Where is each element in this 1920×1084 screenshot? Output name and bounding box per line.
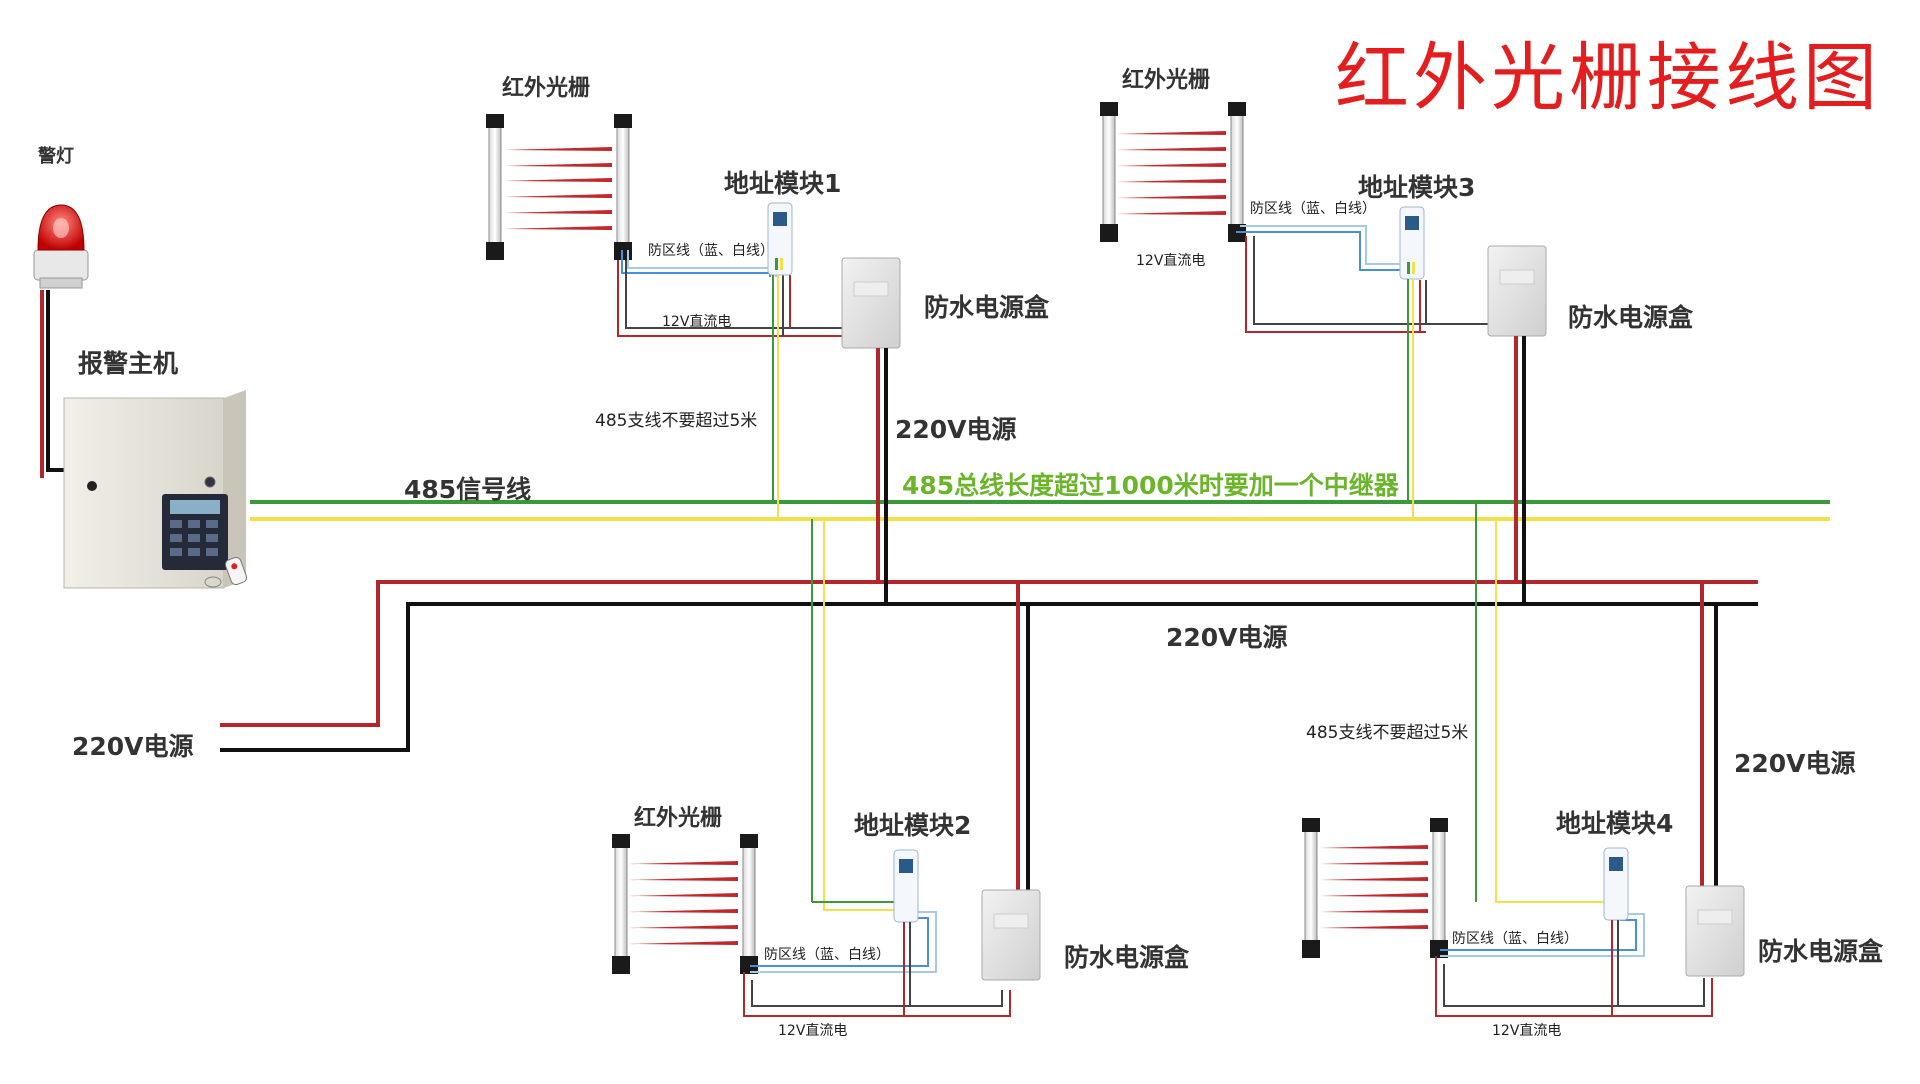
bus-lines [220,500,1830,752]
zone-wire-label-1: 防区线（蓝、白线） [648,243,774,259]
power-box-icon [1685,885,1745,977]
power-220v-label-center: 220V电源 [1166,623,1288,652]
remote-icon [204,556,248,588]
power-box-label-2: 防水电源盒 [1064,943,1190,972]
power-bus-black [220,602,1758,752]
alarm-host-label: 报警主机 [78,349,179,378]
address-module-label-2: 地址模块2 [854,811,972,840]
power-220v-label-left: 220V电源 [72,732,194,761]
branch-note-label-4: 485支线不要超过5米 [1306,723,1469,743]
diagram-title: 红外光栅接线图 [1335,35,1881,121]
power-bus-red [220,580,1758,727]
dc-12v-label-2: 12V直流电 [778,1023,848,1039]
alarm-host-icon [63,390,246,589]
infrared-fence-icon [1302,818,1448,958]
infrared-fence-icon [612,834,758,974]
address-module-icon [893,849,919,923]
zone-wire-label-4: 防区线（蓝、白线） [1452,931,1578,947]
infrared-fence-1 [486,114,901,604]
zone-wire-label-2: 防区线（蓝、白线） [764,947,890,963]
infrared-fence-4 [1302,502,1745,1017]
infrared-fence-2 [612,519,1041,1017]
infrared-fence-3 [1100,102,1547,604]
power-box-icon [981,889,1041,981]
power-box-icon [841,257,901,349]
address-module-label-3: 地址模块3 [1358,173,1476,202]
infrared-fence-label-1: 红外光栅 [502,76,591,101]
zone-wire-label-3: 防区线（蓝、白线） [1250,201,1376,217]
address-module-label-1: 地址模块1 [724,169,842,198]
bus-note-label: 485总线长度超过1000米时要加一个中继器 [902,471,1399,500]
branch-note-label-1: 485支线不要超过5米 [595,411,758,431]
power-box-label-4: 防水电源盒 [1758,937,1884,966]
address-module-icon [1603,847,1629,921]
signal-line-label: 485信号线 [404,475,532,504]
address-module-icon [1399,206,1425,280]
dc-12v-label-3: 12V直流电 [1136,253,1206,269]
infrared-fence-label-3: 红外光栅 [1122,68,1211,93]
infrared-fence-icon [486,114,632,260]
power-box-icon [1487,245,1547,337]
alarm-light-label: 警灯 [38,146,74,167]
dc-12v-label-4: 12V直流电 [1492,1023,1562,1039]
address-module-icon [767,202,793,276]
alarm-light-icon [33,204,89,289]
power-box-label-3: 防水电源盒 [1568,303,1694,332]
infrared-fence-label-2: 红外光栅 [634,806,723,831]
address-module-label-4: 地址模块4 [1556,809,1674,838]
dc-12v-label-1: 12V直流电 [662,314,732,330]
power-box-label-1: 防水电源盒 [924,293,1050,322]
power-220v-label-right: 220V电源 [1734,749,1856,778]
power-220v-label-1: 220V电源 [895,415,1017,444]
infrared-fence-icon [1100,102,1246,242]
alarm-light-wiring [40,290,70,478]
